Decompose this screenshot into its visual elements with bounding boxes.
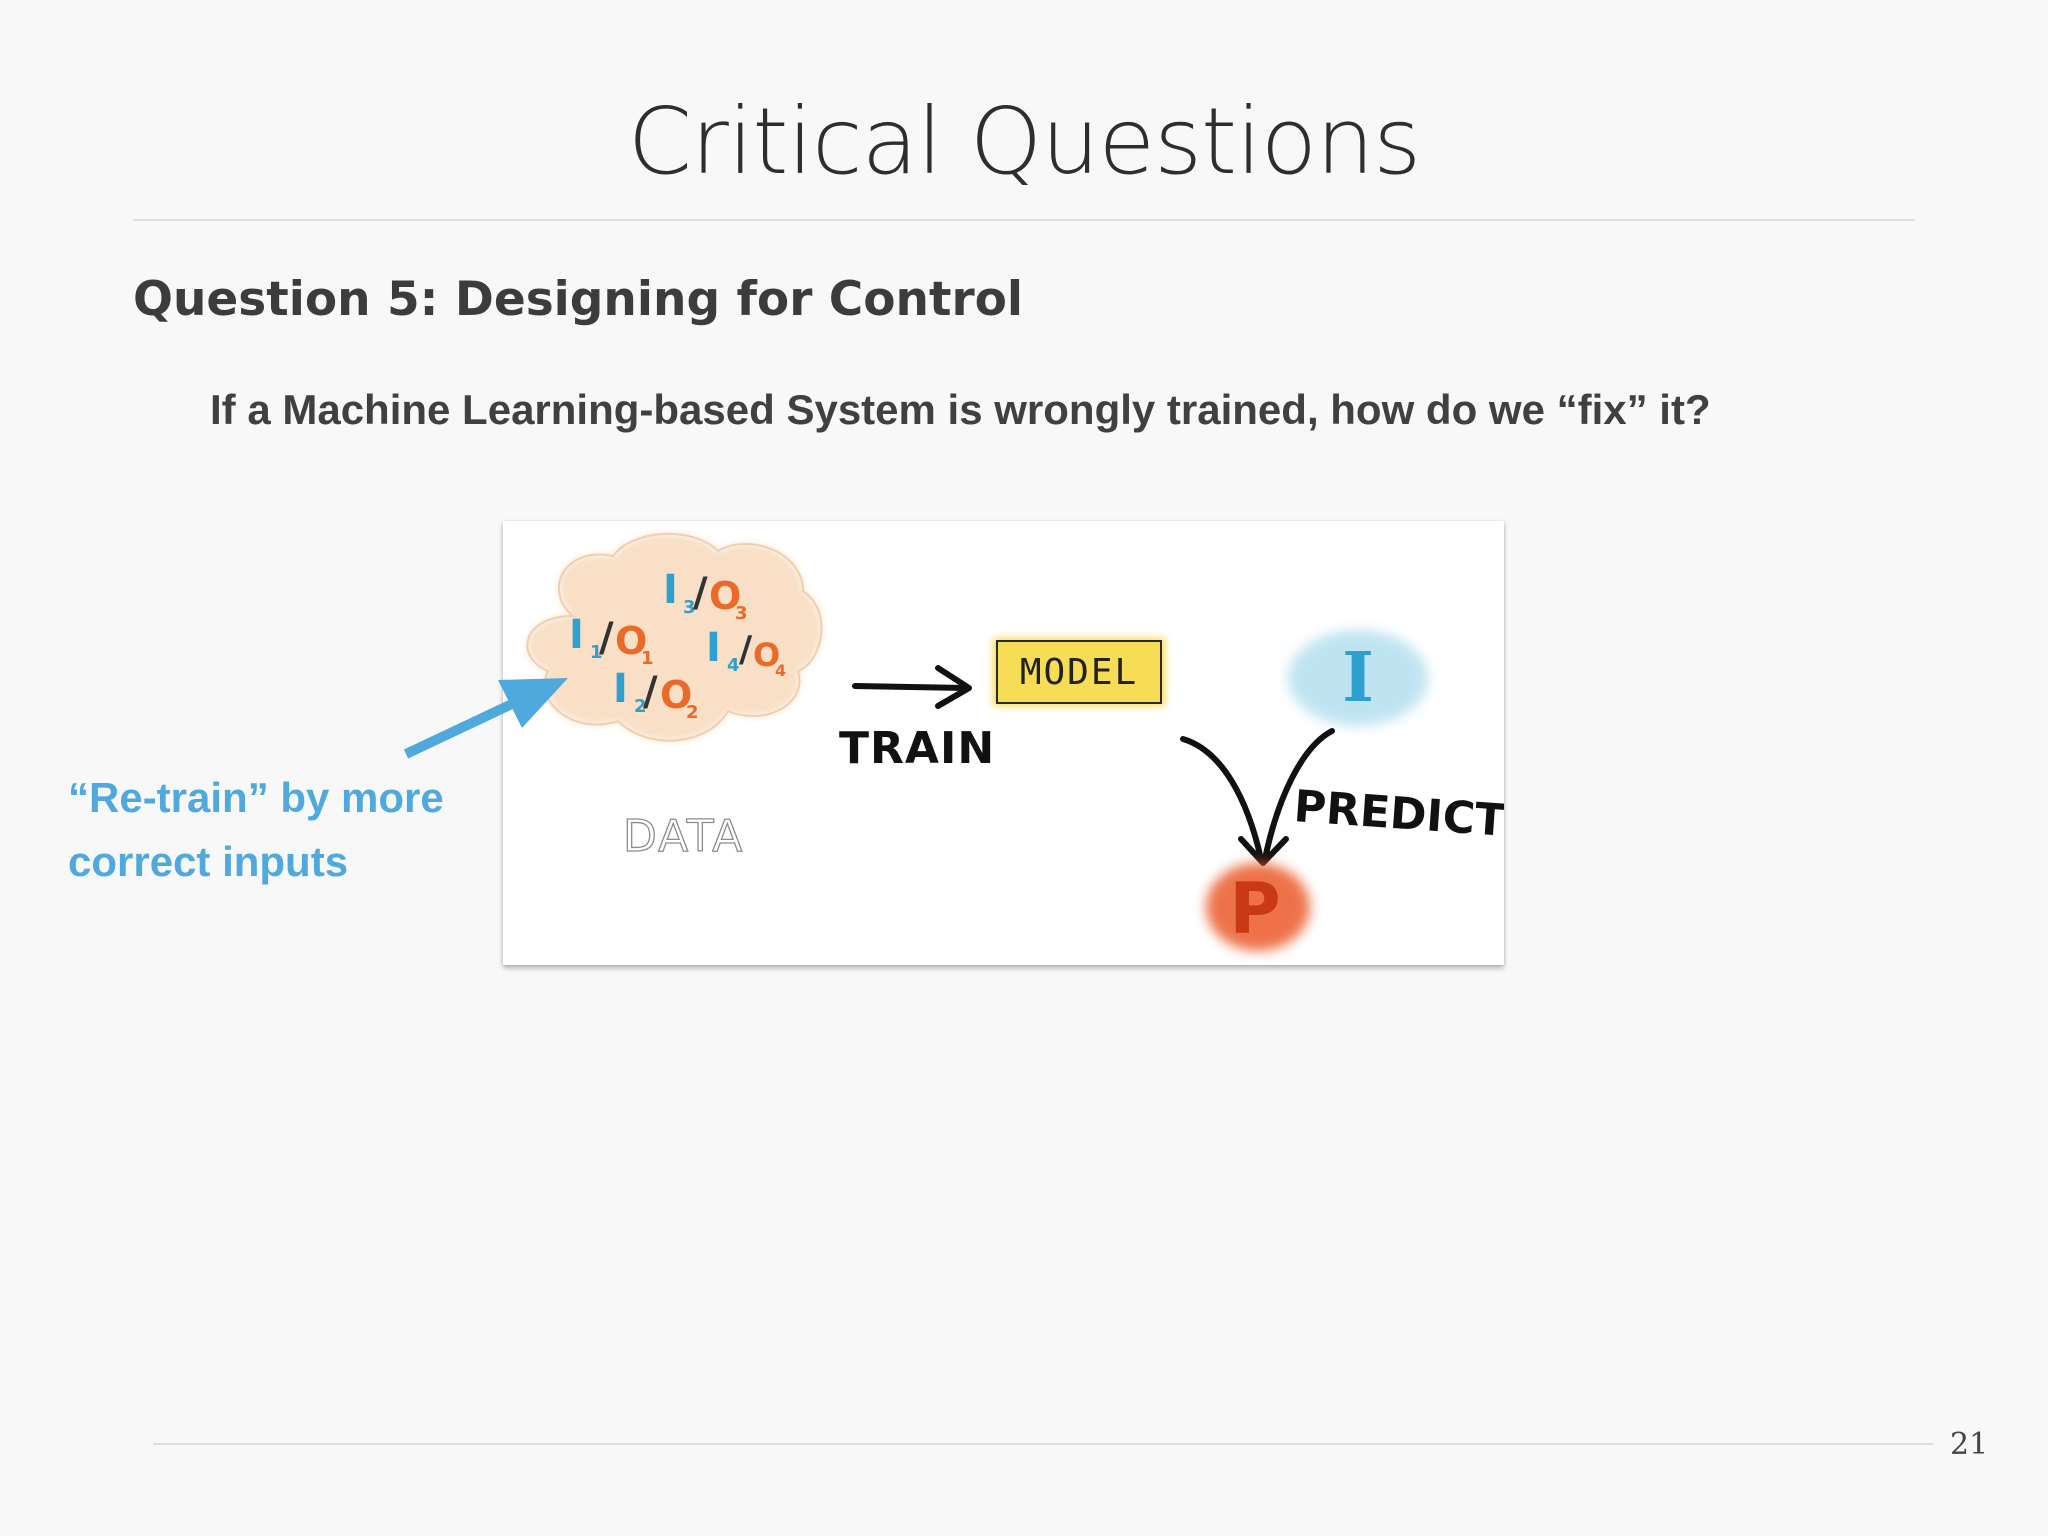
pair-3-output: O: [709, 574, 741, 618]
annotation-arrow-icon: [403, 678, 568, 759]
train-label: TRAIN: [839, 723, 995, 774]
predict-arrows: [1180, 728, 1335, 866]
title-divider: [133, 219, 1915, 221]
ml-diagram-svg: I 3 / O 3 I 1 / O 1 I 4 / O 4 I 2 / O 2 …: [526, 533, 1504, 951]
pair-3-input: I: [663, 567, 678, 613]
model-label: MODEL: [1020, 652, 1138, 693]
pair-4-input: I: [706, 625, 721, 671]
pair-1-input-sub: 1: [590, 642, 603, 663]
ml-diagram-image: I 3 / O 3 I 1 / O 1 I 4 / O 4 I 2 / O 2 …: [503, 521, 1504, 965]
pair-1-output: O: [615, 619, 647, 663]
page-number: 21: [1950, 1427, 1989, 1462]
pair-3-input-sub: 3: [683, 597, 696, 618]
pair-1-slash: /: [599, 615, 614, 661]
annotation-line-2: correct inputs: [68, 838, 349, 885]
input-label: I: [1342, 638, 1374, 718]
pair-4-slash: /: [739, 629, 753, 670]
train-arrow: [852, 665, 972, 709]
slide-question: If a Machine Learning-based System is wr…: [210, 386, 1711, 433]
pair-2-slash: /: [643, 669, 658, 715]
data-pair-1: I 1 / O 1: [569, 612, 654, 669]
prediction-label: P: [1229, 868, 1280, 950]
predict-label: PREDICT: [1292, 781, 1504, 847]
pair-2-input: I: [613, 666, 628, 712]
data-pair-2: I 2 / O 2: [613, 666, 699, 723]
pair-2-output: O: [660, 673, 692, 717]
footer-divider: [153, 1443, 1933, 1445]
annotation-line-1: “Re-train” by more: [68, 774, 444, 821]
prediction-bubble: P: [1206, 863, 1310, 951]
slide-title: Critical Questions: [627, 88, 1421, 195]
pair-4-output-sub: 4: [775, 661, 786, 680]
pair-4-output: O: [753, 636, 780, 674]
pair-3-output-sub: 3: [735, 603, 748, 624]
model-box: MODEL: [993, 638, 1165, 706]
pair-1-output-sub: 1: [641, 648, 654, 669]
data-pair-3: I 3 / O 3: [663, 567, 748, 624]
input-bubble: I: [1288, 630, 1428, 726]
pair-2-output-sub: 2: [686, 702, 699, 723]
pair-4-input-sub: 4: [727, 655, 740, 676]
retrain-annotation: “Re-train” by more correct inputs: [68, 766, 488, 894]
data-pair-4: I 4 / O 4: [706, 625, 786, 680]
pair-2-input-sub: 2: [634, 696, 647, 717]
data-label: DATA: [623, 811, 744, 862]
pair-1-input: I: [569, 612, 584, 658]
pair-3-slash: /: [693, 570, 708, 616]
slide-subtitle: Question 5: Designing for Control: [133, 272, 1024, 327]
